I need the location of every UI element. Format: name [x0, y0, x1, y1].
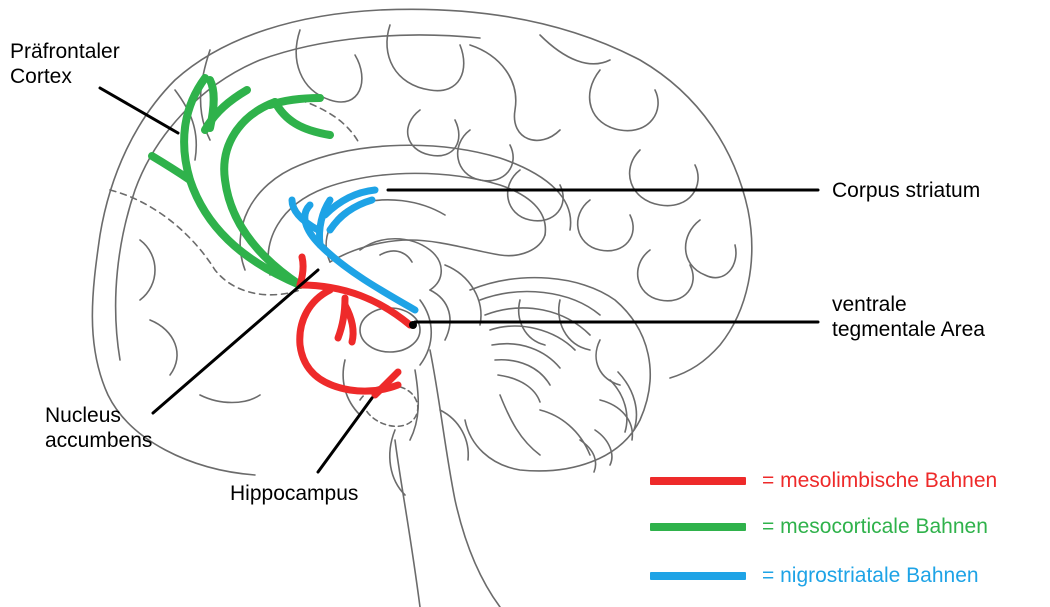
legend-text-mesocortical: = mesocorticale Bahnen	[762, 512, 988, 542]
label-accumbens-line2: accumbens	[45, 428, 152, 453]
label-nucleus-accumbens: Nucleus accumbens	[45, 403, 152, 453]
label-ventral-tegmental-area: ventrale tegmentale Area	[832, 292, 985, 342]
legend-text-nigrostriatal: = nigrostriatale Bahnen	[762, 561, 979, 591]
label-vta-line1: ventrale	[832, 292, 985, 317]
label-corpus-striatum: Corpus striatum	[832, 178, 980, 203]
legend-swatch-nigrostriatal	[650, 572, 746, 580]
legend-text-mesolimbic: = mesolimbische Bahnen	[762, 466, 997, 496]
legend-item-mesolimbic: = mesolimbische Bahnen	[650, 466, 1050, 496]
label-prefrontal-cortex: Präfrontaler Cortex	[10, 39, 120, 89]
mesolimbic-pathway	[300, 257, 410, 395]
label-prefrontal-line1: Präfrontaler	[10, 39, 120, 64]
legend-item-nigrostriatal: = nigrostriatale Bahnen	[650, 561, 1050, 591]
label-hippocampus: Hippocampus	[230, 481, 358, 506]
legend-swatch-mesocortical	[650, 523, 746, 531]
legend-swatch-mesolimbic	[650, 477, 746, 485]
label-vta-line2: tegmentale Area	[832, 317, 985, 342]
legend-item-mesocortical: = mesocorticale Bahnen	[650, 512, 1050, 542]
leader-nucleus-accumbens	[153, 270, 318, 413]
label-accumbens-line1: Nucleus	[45, 403, 152, 428]
label-prefrontal-line2: Cortex	[10, 64, 120, 89]
leader-hippocampus	[318, 398, 372, 472]
